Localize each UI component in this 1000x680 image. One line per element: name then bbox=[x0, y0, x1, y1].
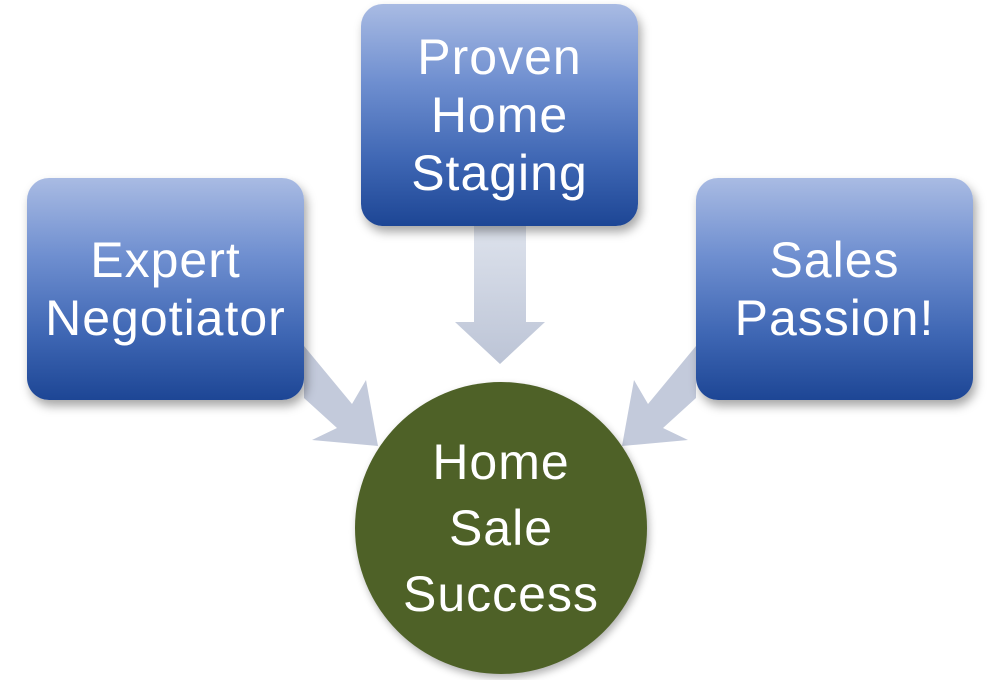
sales-passion-node: Sales Passion! bbox=[696, 178, 973, 400]
expert-negotiator-node: Expert Negotiator bbox=[27, 178, 304, 400]
arrow-negotiator-to-center bbox=[304, 346, 378, 446]
proven-home-staging-node: Proven Home Staging bbox=[361, 4, 638, 226]
home-sale-success-node: Home Sale Success bbox=[355, 382, 647, 674]
arrow-passion-to-center bbox=[622, 346, 696, 446]
arrow-staging-to-center bbox=[455, 226, 545, 364]
